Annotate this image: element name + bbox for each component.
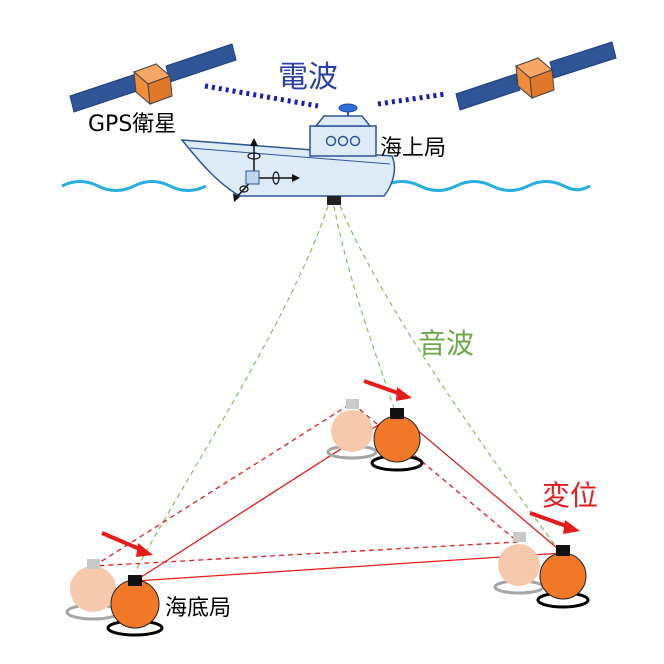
gps-antenna-icon — [338, 103, 358, 113]
solar-panel-right-b — [549, 41, 617, 79]
sound-wave-to-right — [339, 205, 561, 553]
survey-ship — [180, 103, 396, 205]
seafloor-station-right-past — [493, 532, 545, 595]
gps-satellite-left — [69, 43, 237, 113]
solar-panel-left-b — [165, 43, 237, 83]
radio-wave-right — [377, 91, 447, 107]
seafloor-station-top-past — [326, 399, 378, 460]
ocean-surface — [61, 180, 591, 192]
radio-wave-label: 電波 — [278, 60, 338, 95]
sound-wave-to-top — [333, 205, 397, 415]
displacement-arrows — [101, 379, 580, 557]
radio-wave-left — [204, 83, 319, 109]
triangle-past-positions — [91, 402, 520, 567]
solar-panel-right-a — [455, 73, 521, 111]
sound-wave-label: 音波 — [418, 327, 475, 360]
triangle-current-positions — [134, 412, 565, 582]
gps-satellite-label: GPS衛星 — [88, 112, 177, 137]
transducer — [327, 196, 341, 205]
sea-station-label: 海上局 — [380, 136, 447, 161]
seafloor-station-left — [106, 575, 164, 637]
seafloor-station-left-past — [65, 559, 121, 621]
sound-wave-to-left — [134, 205, 329, 573]
seafloor-station-label: 海底局 — [165, 596, 232, 621]
ship-cabin — [309, 125, 377, 157]
displacement-arrow-top — [363, 379, 402, 396]
displacement-arrow-right — [529, 511, 570, 529]
displacement-label: 変位 — [542, 479, 599, 512]
seafloor-station-top — [370, 408, 424, 472]
attitude-axes-icon — [233, 138, 300, 202]
displacement-arrow-left — [101, 531, 143, 552]
seafloor-station-right — [536, 545, 590, 609]
gps-satellite-right — [455, 41, 617, 111]
acoustic-paths — [134, 205, 561, 573]
